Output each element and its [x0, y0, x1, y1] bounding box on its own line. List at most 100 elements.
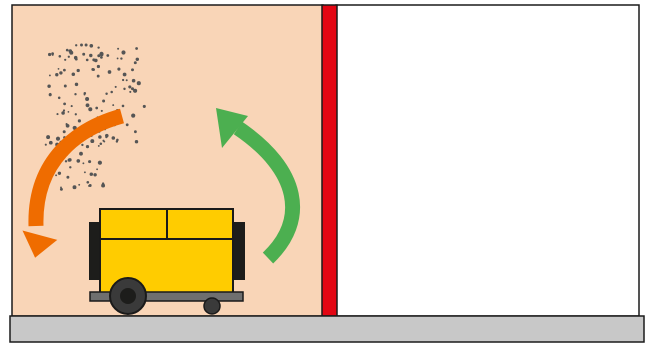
particle	[68, 158, 71, 161]
particle	[98, 145, 100, 147]
particle	[82, 53, 85, 56]
particle	[134, 130, 137, 133]
particle	[89, 44, 93, 48]
particle	[88, 160, 91, 163]
particle	[90, 172, 93, 175]
particle	[73, 185, 77, 189]
particle	[60, 188, 63, 191]
particle	[98, 161, 102, 165]
particle	[47, 84, 50, 87]
air-scrubber-unit	[89, 209, 245, 314]
particle	[56, 137, 60, 141]
particle	[85, 97, 89, 101]
particle	[58, 97, 61, 100]
particle	[97, 46, 99, 48]
particle	[143, 105, 146, 108]
particle	[58, 68, 60, 70]
particle	[103, 141, 105, 143]
particle	[63, 69, 66, 72]
particle	[96, 168, 98, 170]
floor	[10, 316, 644, 342]
particle	[102, 100, 105, 103]
particle	[64, 85, 67, 88]
particle	[75, 44, 77, 46]
particle	[64, 59, 66, 61]
particle	[120, 57, 122, 59]
particle	[115, 86, 117, 88]
adjacent-room	[336, 5, 639, 316]
particle	[128, 85, 131, 88]
particle	[59, 71, 62, 74]
particle	[49, 93, 52, 96]
particle	[69, 166, 71, 168]
particle	[123, 73, 127, 77]
particle	[58, 172, 61, 175]
particle	[65, 160, 67, 162]
particle	[102, 182, 104, 184]
particle	[134, 61, 137, 64]
particle	[100, 53, 104, 57]
particle	[97, 75, 100, 78]
particle	[66, 124, 70, 128]
particle	[49, 141, 53, 145]
particle	[86, 181, 89, 184]
particle	[97, 54, 100, 57]
particle	[76, 159, 80, 163]
particle	[81, 144, 83, 146]
particle	[117, 57, 119, 59]
particle	[82, 162, 84, 164]
particle	[84, 171, 86, 173]
particle	[75, 113, 77, 115]
particle	[68, 111, 70, 113]
particle	[117, 48, 119, 50]
particle	[123, 88, 125, 90]
particle	[75, 83, 78, 86]
particle	[98, 135, 102, 139]
particle	[101, 110, 103, 112]
particle	[71, 105, 73, 107]
particle	[93, 173, 96, 176]
particle	[100, 56, 103, 59]
particle	[56, 113, 58, 115]
particle	[86, 103, 90, 107]
particle	[61, 111, 65, 115]
particle	[63, 130, 66, 133]
particle	[72, 72, 76, 76]
particle	[90, 139, 94, 143]
particle	[55, 73, 58, 76]
particle	[80, 44, 83, 47]
particle	[78, 119, 81, 122]
particle	[122, 79, 124, 81]
particle	[86, 145, 89, 148]
particle	[137, 81, 141, 85]
particle	[112, 104, 114, 106]
particle	[106, 54, 109, 57]
particle	[116, 139, 119, 142]
separating-wall	[322, 5, 337, 316]
particle	[97, 65, 100, 68]
particle	[100, 142, 103, 145]
particle	[117, 68, 120, 71]
particle	[110, 91, 113, 94]
particle	[52, 54, 54, 56]
particle	[108, 70, 112, 74]
particle	[68, 56, 70, 58]
particle	[132, 79, 136, 83]
particle	[95, 107, 98, 110]
caster-wheel	[204, 298, 220, 314]
particle	[136, 58, 139, 61]
particle	[75, 58, 78, 61]
particle	[112, 136, 116, 140]
particle	[48, 53, 51, 56]
particle	[78, 184, 80, 186]
particle	[45, 144, 47, 146]
particle	[63, 103, 66, 106]
particle	[66, 49, 69, 52]
particle	[129, 91, 131, 93]
particle	[126, 79, 128, 81]
particle	[86, 59, 89, 62]
particle	[92, 58, 95, 61]
particle	[85, 44, 88, 47]
particle	[55, 174, 57, 176]
particle	[84, 94, 86, 96]
